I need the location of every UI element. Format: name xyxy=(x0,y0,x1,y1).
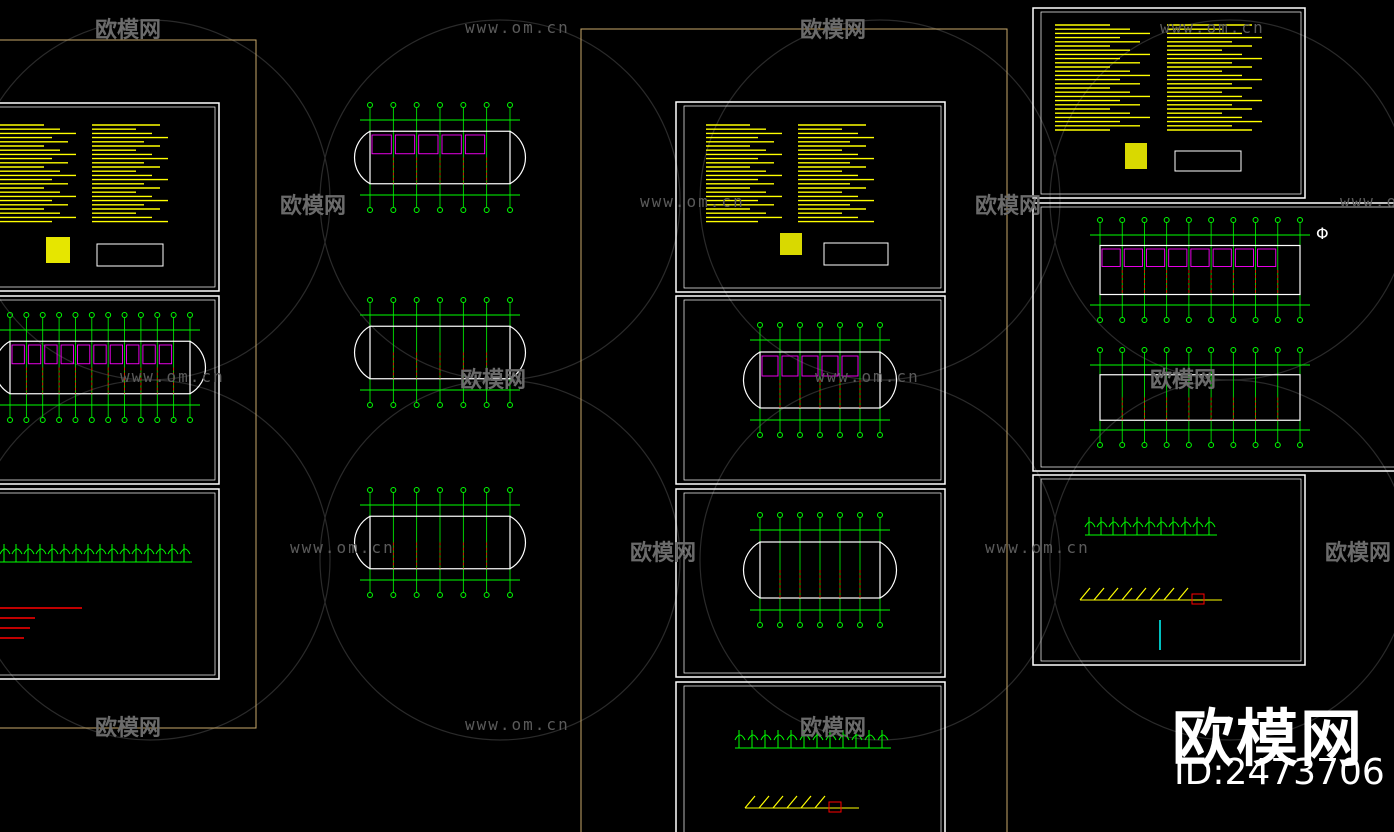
model-id-label: ID:2473706 xyxy=(1174,752,1385,793)
right-system-sheet xyxy=(1032,474,1306,666)
watermark-url: www.om.cn xyxy=(290,538,395,557)
watermark-url: www.om.cn xyxy=(985,538,1090,557)
brand-logo-text: 欧模网 xyxy=(1172,702,1365,775)
floor-plan xyxy=(353,102,527,213)
floor-plan xyxy=(353,297,527,408)
watermark-url: www.om.cn xyxy=(1340,192,1394,211)
watermark-url: www.om.cn xyxy=(1160,18,1265,37)
floor-plan xyxy=(0,312,207,423)
watermark-url: www.om.cn xyxy=(465,715,570,734)
left-pipe-riser xyxy=(0,544,192,563)
watermark-brand: 欧模网 xyxy=(630,541,697,566)
watermark-brand: 欧模网 xyxy=(1325,541,1392,566)
right-notes-sheet xyxy=(1032,7,1306,199)
left-notes-sheet xyxy=(0,102,220,292)
pipe-riser xyxy=(1084,517,1217,536)
floor-plan xyxy=(353,487,527,598)
watermark-url: www.om.cn xyxy=(120,367,225,386)
watermark-brand: 欧模网 xyxy=(460,368,527,393)
north-arrow-icon: Φ xyxy=(1316,224,1329,243)
small-floor-plans xyxy=(353,102,1310,628)
middle-system-sheet xyxy=(675,681,946,832)
watermark-brand: 欧模网 xyxy=(95,716,162,741)
middle-plan-sheet-2 xyxy=(675,488,946,678)
left-floor-plan xyxy=(0,312,207,423)
watermark-brand: 欧模网 xyxy=(800,18,867,43)
pipe-riser xyxy=(0,544,192,563)
left-sheet-frame xyxy=(0,39,257,729)
floor-plan xyxy=(742,322,898,438)
watermark-url: www.om.cn xyxy=(640,192,745,211)
watermark-brand: 欧模网 xyxy=(280,194,347,219)
watermark-url: www.om.cn xyxy=(815,367,920,386)
middle-sheet-frame xyxy=(580,28,1008,832)
right-plan-sheet xyxy=(1032,202,1394,472)
watermark-brand: 欧模网 xyxy=(800,716,867,741)
floor-plan xyxy=(1090,347,1310,448)
watermark-url: www.om.cn xyxy=(465,18,570,37)
pipe-riser xyxy=(734,730,891,749)
floor-plan xyxy=(1090,217,1310,323)
watermark-circles xyxy=(0,19,1394,741)
middle-notes-sheet xyxy=(675,101,946,293)
watermark-brand: 欧模网 xyxy=(975,194,1042,219)
watermark-brand: 欧模网 xyxy=(1150,368,1217,393)
watermark-brand: 欧模网 xyxy=(95,18,162,43)
left-system-sheet xyxy=(0,488,220,680)
middle-plan-sheet-1 xyxy=(675,295,946,485)
floor-plan xyxy=(742,512,898,628)
left-plan-sheet xyxy=(0,295,220,485)
